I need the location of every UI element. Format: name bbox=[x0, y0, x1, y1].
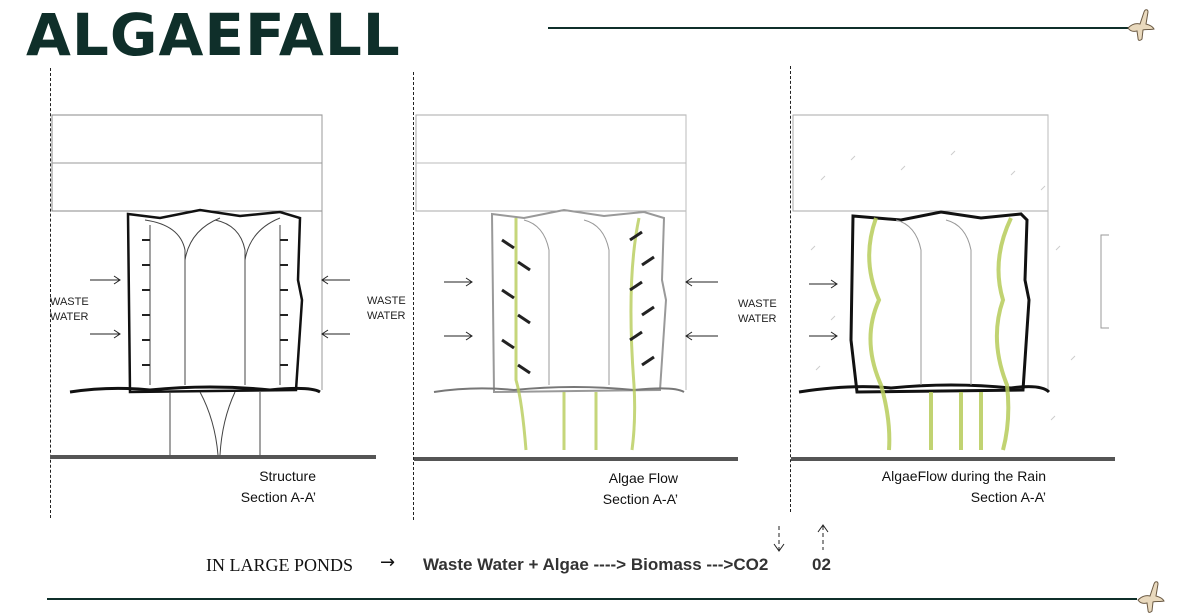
waste-water-label: WASTE WATER bbox=[367, 294, 406, 324]
waste-water-label-text: WASTE WATER bbox=[50, 296, 89, 323]
divider bbox=[790, 66, 791, 512]
structure-section-drawing bbox=[51, 114, 350, 456]
process-output: 02 bbox=[812, 555, 831, 574]
caption-line-2: Section A-A’ bbox=[602, 491, 678, 507]
algae-flow-section-drawing bbox=[415, 114, 718, 451]
bird-icon bbox=[1137, 581, 1165, 613]
page-title: ALGAEFALL bbox=[26, 1, 401, 69]
header-rule bbox=[548, 27, 1130, 29]
caption-line-2: Section A-A’ bbox=[240, 489, 316, 505]
waste-water-label-text: WASTE WATER bbox=[367, 295, 406, 322]
algae-flow-rain-section-drawing bbox=[792, 114, 1109, 451]
caption-line-2: Section A-A’ bbox=[970, 489, 1046, 505]
ground-line bbox=[414, 457, 738, 461]
caption-algae-flow: Algae Flow Section A-A’ bbox=[560, 468, 678, 510]
caption-structure: Structure Section A-A’ bbox=[200, 466, 316, 508]
process-context: IN LARGE PONDS bbox=[206, 555, 354, 575]
divider bbox=[50, 68, 51, 518]
waste-water-label: WASTE WATER bbox=[738, 297, 777, 327]
arrow-down-icon bbox=[773, 526, 785, 552]
waste-water-label: WASTE WATER bbox=[50, 295, 89, 325]
bird-icon bbox=[1127, 9, 1155, 41]
caption-line-1: AlgaeFlow during the Rain bbox=[881, 468, 1046, 484]
arrow-up-icon bbox=[817, 524, 829, 550]
caption-line-1: Algae Flow bbox=[608, 470, 678, 486]
ground-line bbox=[791, 457, 1115, 461]
footer-rule bbox=[47, 598, 1137, 600]
caption-line-1: Structure bbox=[259, 468, 316, 484]
caption-algae-flow-rain: AlgaeFlow during the Rain Section A-A’ bbox=[850, 466, 1046, 508]
arrow-right-icon: → bbox=[380, 552, 396, 573]
ground-line bbox=[50, 455, 376, 459]
divider bbox=[413, 72, 414, 520]
process-formula: Waste Water + Algae ----> Biomass --->CO… bbox=[423, 555, 769, 574]
waste-water-label-text: WASTE WATER bbox=[738, 298, 777, 325]
